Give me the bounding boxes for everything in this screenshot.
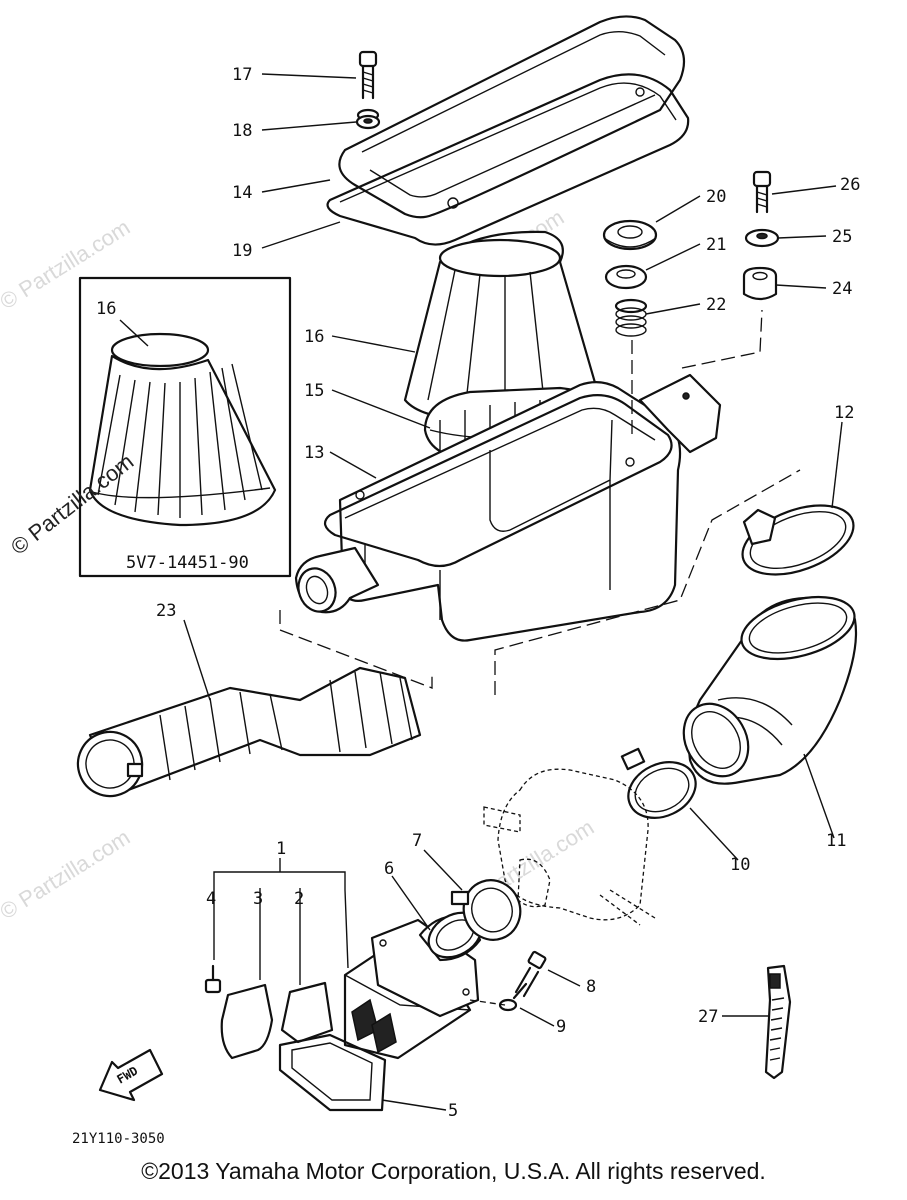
air-filter-element — [403, 230, 602, 422]
callout-18: 18 — [232, 121, 252, 141]
grommet — [602, 219, 658, 251]
callout-11: 11 — [826, 831, 846, 851]
reed-gasket — [278, 1033, 387, 1112]
callout-25: 25 — [832, 227, 852, 247]
spring — [614, 298, 648, 337]
callout-6: 6 — [384, 859, 394, 879]
cover-gasket — [326, 73, 690, 246]
inset-part-number: 5V7-14451-90 — [126, 553, 249, 573]
cover-bolt — [358, 50, 378, 100]
callout-27: 27 — [698, 1007, 718, 1027]
callout-22: 22 — [706, 295, 726, 315]
damper — [604, 264, 648, 290]
mount-grommet — [742, 266, 778, 301]
hose-clamp-small — [620, 747, 697, 819]
callout-10: 10 — [730, 855, 750, 875]
intake-joint — [682, 595, 858, 785]
callout-1: 1 — [276, 839, 286, 859]
watermark-text: © Partzilla.com — [0, 824, 134, 924]
callout-9: 9 — [556, 1017, 566, 1037]
airbox-cover — [338, 15, 686, 219]
reed-bracket-line — [213, 858, 349, 985]
inset-frame — [78, 276, 292, 578]
callout-3: 3 — [253, 889, 263, 909]
intake-manifold — [370, 911, 483, 1018]
callout-8: 8 — [586, 977, 596, 997]
callout-16: 16 — [304, 327, 324, 347]
callout-24: 24 — [832, 279, 852, 299]
callout-19: 19 — [232, 241, 252, 261]
callout-14: 14 — [232, 183, 252, 203]
callout-12: 12 — [834, 403, 854, 423]
air-duct — [76, 666, 422, 798]
leader-lines — [119, 73, 843, 1111]
reed-screw — [204, 964, 222, 994]
manifold-washer — [498, 982, 528, 1012]
cover-washer — [355, 114, 381, 130]
callout-7: 7 — [412, 831, 422, 851]
reed-stopper — [280, 981, 334, 1044]
callout-4: 4 — [206, 889, 216, 909]
hose-clamp-large — [741, 504, 855, 576]
callout-23: 23 — [156, 601, 176, 621]
callout-26: 26 — [840, 175, 860, 195]
assembly-guide-lines — [279, 309, 801, 695]
callout-16-inset: 16 — [96, 299, 116, 319]
rubber-strap — [764, 964, 792, 1080]
callout-13: 13 — [304, 443, 324, 463]
copyright-footer: ©2013 Yamaha Motor Corporation, U.S.A. A… — [141, 1158, 766, 1184]
callout-labels: 17 18 14 19 20 21 22 26 25 24 16 16 15 1… — [72, 65, 860, 1147]
airbox-case — [294, 373, 722, 642]
mount-bolt — [752, 170, 772, 214]
callout-17: 17 — [232, 65, 252, 85]
fwd-arrow: FWD — [98, 1048, 164, 1102]
diagram-code: 21Y110-3050 — [72, 1131, 165, 1147]
manifold-guide — [469, 999, 506, 1006]
callout-15: 15 — [304, 381, 324, 401]
callout-21: 21 — [706, 235, 726, 255]
carburetor-outline — [483, 768, 656, 926]
callout-2: 2 — [294, 889, 304, 909]
callout-20: 20 — [706, 187, 726, 207]
mount-collar — [744, 228, 780, 248]
reed-petal — [220, 983, 274, 1060]
callout-5: 5 — [448, 1101, 458, 1121]
manifold-clamp — [450, 879, 522, 941]
manifold-bolt — [514, 950, 547, 998]
